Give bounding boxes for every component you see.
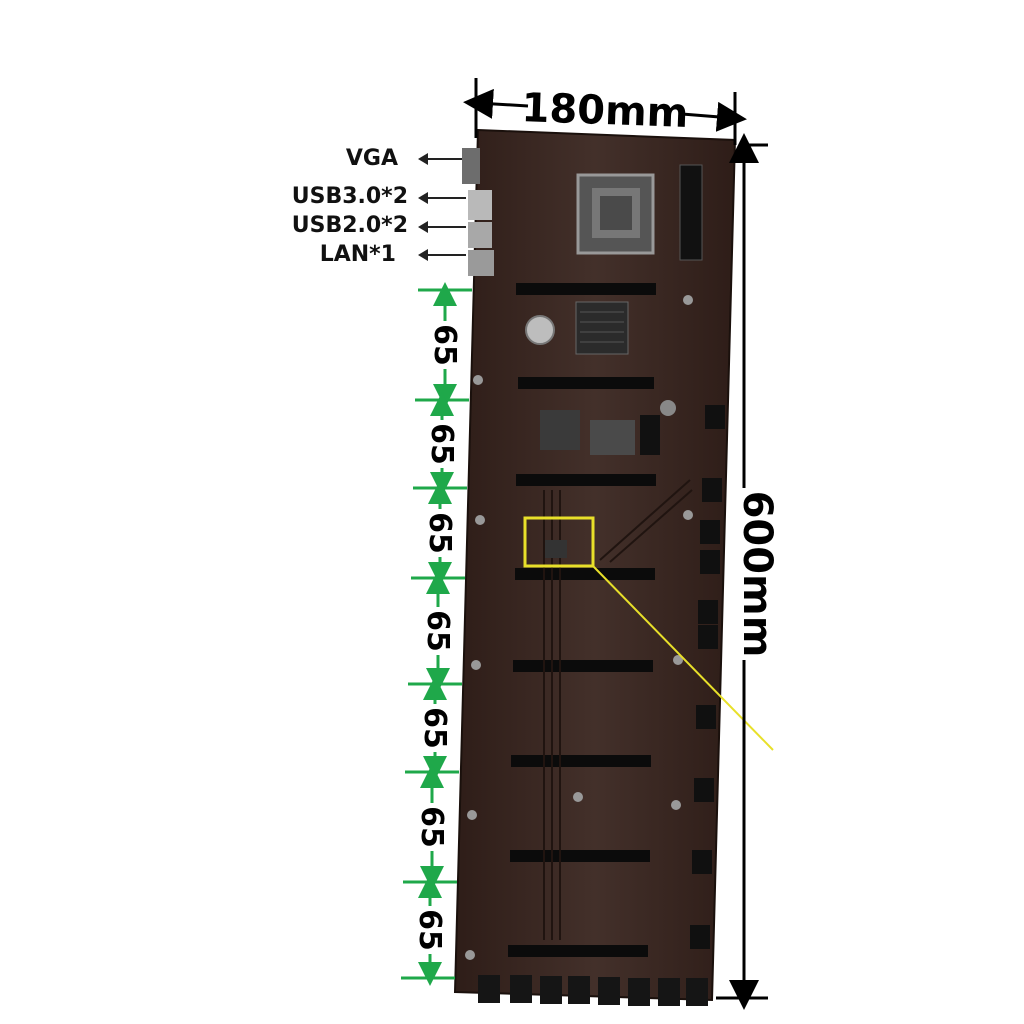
spacing-label: 65: [427, 324, 462, 366]
highlight-box: [523, 516, 595, 568]
slot-spacing-markers: 65 65 65 65 65 65 65: [401, 282, 472, 986]
chipset-heatsink: [575, 301, 629, 355]
arrow-icon: [418, 153, 462, 165]
pcie-slot: [513, 660, 653, 672]
lan-port: [468, 250, 494, 276]
pcie-slot: [516, 474, 656, 486]
port-label-usb3: USB3.0*2: [291, 184, 408, 209]
pcie-slot: [511, 755, 651, 767]
spacing-label: 65: [424, 423, 459, 465]
pcie-slot: [516, 283, 656, 295]
power-connectors: [690, 405, 725, 949]
port-label-vga: VGA: [345, 146, 398, 171]
height-label: 600mm: [734, 491, 780, 658]
spacing-label: 65: [412, 909, 447, 951]
arrow-icon: [418, 249, 466, 261]
rear-io-ports: [462, 148, 494, 276]
pcie-slot: [515, 568, 655, 580]
power-components: [540, 400, 676, 455]
spacing-label: 65: [417, 707, 452, 749]
pcie-slots: [508, 283, 656, 957]
pcie-slot: [510, 850, 650, 862]
spacing-label: 65: [422, 512, 457, 554]
port-label-usb2: USB2.0*2: [291, 213, 408, 238]
port-label-lan: LAN*1: [319, 242, 396, 267]
pcie-slot: [508, 945, 648, 957]
height-dimension: 600mm: [716, 133, 780, 1010]
highlighted-chip: [545, 540, 567, 558]
usb3-port: [468, 190, 492, 220]
motherboard: [453, 128, 774, 1006]
mounting-holes: [465, 295, 693, 960]
spacing-label: 65: [420, 610, 455, 652]
arrow-icon: [418, 221, 466, 233]
arrow-icon: [418, 192, 466, 204]
usb2-port: [468, 222, 492, 248]
vga-port: [462, 148, 480, 184]
cmos-battery: [525, 315, 555, 345]
cpu-socket: [576, 173, 655, 255]
pcie-slot: [518, 377, 654, 389]
bottom-connectors: [478, 975, 708, 1006]
width-label: 180mm: [521, 85, 689, 137]
board-pcb: [453, 128, 737, 1002]
ram-slot: [679, 164, 703, 261]
spacing-label: 65: [414, 806, 449, 848]
